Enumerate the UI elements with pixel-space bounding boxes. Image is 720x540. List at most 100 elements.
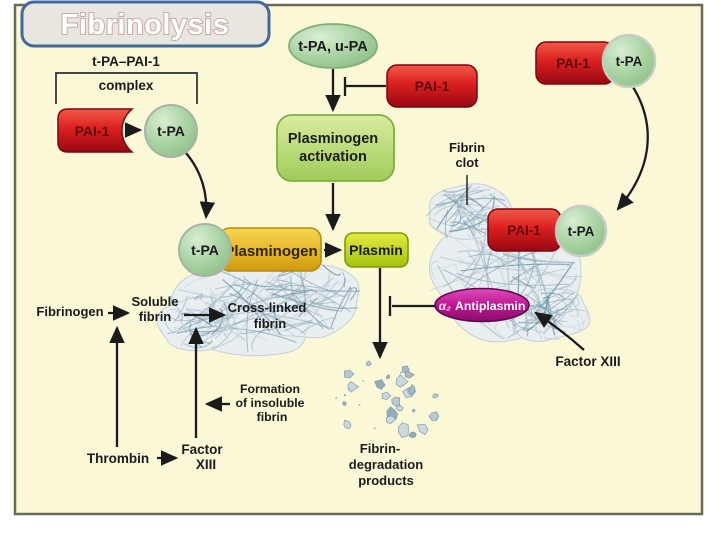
- mesh-fiber: [456, 272, 570, 286]
- cross-linked-fibrin-line1: Cross-linked: [228, 300, 307, 315]
- mesh-fiber: [443, 185, 473, 193]
- mesh-fiber: [270, 286, 288, 298]
- mesh-fiber: [217, 290, 246, 304]
- mesh-fiber: [457, 256, 512, 291]
- mesh-fiber: [243, 276, 290, 287]
- plasmin-label: Plasmin: [349, 242, 403, 258]
- mesh-fiber: [452, 194, 482, 236]
- mesh-fiber: [222, 278, 271, 332]
- mesh-fiber: [533, 263, 574, 315]
- mesh-fiber: [266, 275, 311, 308]
- mesh-fiber: [450, 221, 486, 235]
- fibrinogen-label: Fibrinogen: [36, 304, 103, 319]
- fragment-dot: [400, 371, 403, 374]
- mesh-fiber: [543, 337, 561, 340]
- mesh-fiber: [313, 301, 336, 305]
- mesh-fiber: [215, 320, 236, 329]
- mesh-fiber: [451, 204, 500, 216]
- fragment-dot: [436, 393, 439, 396]
- mesh-fiber: [509, 298, 574, 323]
- pai1-label: PAI-1: [507, 223, 541, 238]
- mesh-fiber: [304, 280, 339, 334]
- formation-line3: fibrin: [257, 410, 288, 424]
- mesh-fiber: [341, 271, 346, 288]
- plasmin-box: [344, 232, 409, 268]
- plasminogen-activation-box: [276, 114, 395, 182]
- fragment: [343, 419, 352, 429]
- fragment: [416, 423, 429, 436]
- fragment: [428, 411, 440, 421]
- mesh-fiber: [238, 305, 295, 329]
- arrow-complex-tpa-down: [185, 152, 216, 220]
- antiplasmin-ellipse: [434, 287, 530, 323]
- fragment: [404, 371, 415, 379]
- tpa-circle-complex: [144, 104, 198, 158]
- mesh-fiber: [576, 319, 581, 331]
- mesh-fiber: [464, 230, 487, 287]
- mesh-fiber: [230, 290, 241, 303]
- mesh-fiber: [339, 288, 353, 313]
- mesh-fiber: [580, 309, 588, 326]
- mesh-fiber: [325, 271, 331, 294]
- plasminogen-label: Plasminogen: [224, 243, 317, 260]
- mesh-fiber: [322, 264, 342, 276]
- mesh-fiber: [441, 194, 486, 209]
- thrombin-label: Thrombin: [87, 451, 149, 466]
- mesh-fiber: [456, 202, 468, 225]
- fragment: [386, 415, 396, 425]
- mesh-fiber: [225, 267, 297, 325]
- mesh-fiber: [439, 256, 540, 272]
- mesh-fiber: [189, 279, 236, 299]
- mesh-fiber: [173, 295, 189, 323]
- mesh-fiber: [575, 295, 580, 307]
- mesh-fiber: [426, 189, 491, 217]
- factor-xiii-left-line2: XIII: [196, 457, 216, 472]
- tpa-upa-label: t-PA, u-PA: [298, 39, 368, 55]
- mesh-fiber: [173, 326, 177, 331]
- mesh-fiber: [428, 222, 447, 235]
- mesh-fiber: [308, 300, 359, 310]
- mesh-fiber: [558, 292, 575, 295]
- mesh-fiber: [265, 280, 304, 293]
- degradation-line3: products: [358, 473, 414, 488]
- mesh-fiber: [293, 304, 324, 330]
- mesh-fiber: [229, 327, 297, 343]
- mesh-fiber: [570, 315, 579, 318]
- mesh-fiber: [240, 319, 313, 335]
- pai1-box-inhibitor: [386, 64, 478, 108]
- formation-line2: of insoluble: [236, 396, 305, 410]
- tbar-antiplasmin-inhibition: [388, 296, 436, 316]
- mesh-fiber: [291, 273, 331, 319]
- mesh-fiber: [433, 200, 445, 218]
- mesh-fiber: [219, 278, 245, 298]
- fragment: [374, 379, 386, 390]
- mesh-fiber: [237, 273, 294, 338]
- mesh-fiber: [178, 289, 296, 330]
- mesh-fiber: [180, 322, 188, 332]
- title-box: [20, 0, 271, 48]
- degradation-line2: degradation: [349, 457, 423, 472]
- arrow-factorxiii-to-antiplasmin: [534, 311, 585, 351]
- mesh-fiber: [330, 286, 352, 328]
- plasminogen-activation-line1: Plasminogen: [288, 131, 378, 147]
- fragment: [398, 422, 409, 439]
- cross-linked-fibrin-line2: fibrin: [254, 316, 287, 331]
- mesh-fiber: [435, 197, 505, 206]
- tpa-upa-ellipse: [288, 23, 378, 69]
- mesh-fiber: [348, 287, 357, 301]
- fragment-dot: [343, 393, 347, 397]
- mesh-fiber: [271, 316, 307, 336]
- mesh-fiber: [444, 209, 449, 239]
- complex-bracket: [55, 72, 198, 104]
- factor-xiii-right-label: Factor XIII: [555, 354, 620, 369]
- mesh-fiber: [232, 291, 308, 314]
- pai1-box-complex: [57, 108, 135, 153]
- formation-line1: Formation: [240, 382, 300, 396]
- fragment-dot: [373, 427, 376, 430]
- page-title: Fibrinolysis: [61, 9, 230, 41]
- fragment: [381, 391, 392, 400]
- mesh-fiber: [507, 291, 575, 339]
- mesh-fiber: [449, 234, 536, 274]
- pai1-label: PAI-1: [556, 56, 590, 71]
